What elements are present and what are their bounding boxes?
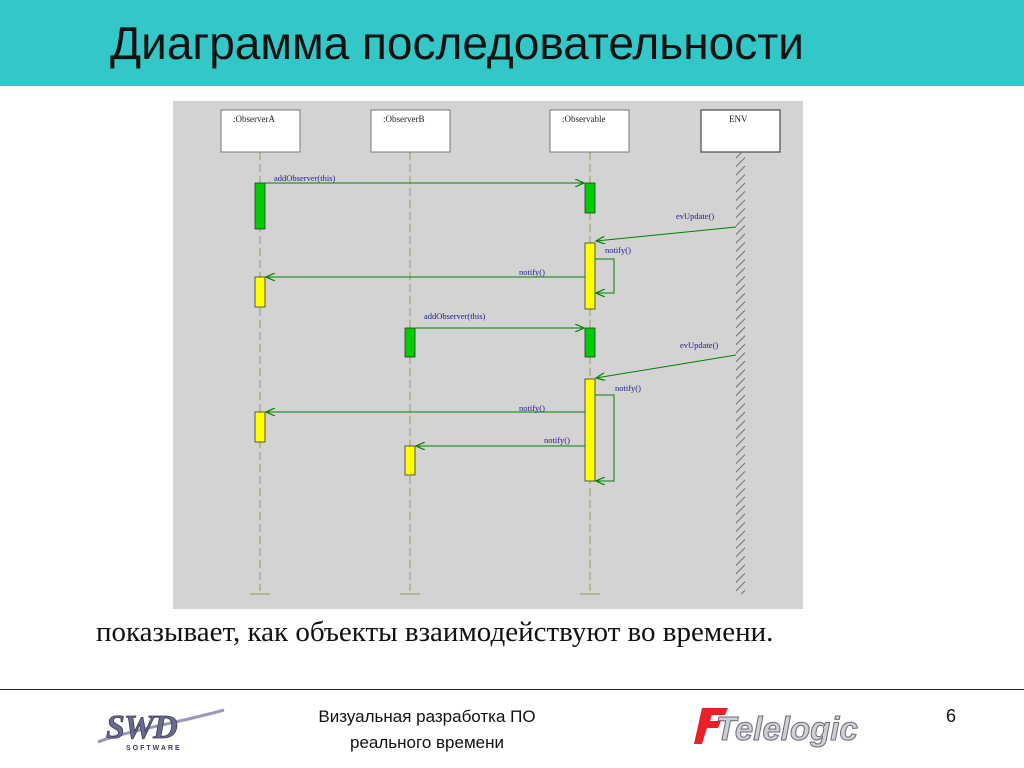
activation-observer-b-2 (404, 445, 416, 476)
message-label-add-observer-a: addObserver(this) (274, 173, 336, 183)
swd-logo-text: SWD (106, 709, 177, 746)
message-label-notify-observer-a-1: notify() (519, 267, 545, 277)
slide-caption: показывает, как объекты взаимодействуют … (96, 616, 774, 648)
page-number: 6 (946, 706, 957, 726)
sequence-diagram: :ObserverA :ObserverB :Observable ENV ad… (173, 101, 803, 609)
message-label-notify-observer-a-2: notify() (519, 403, 545, 413)
lifeline-label-observable: :Observable (562, 114, 605, 124)
message-label-ev-update-1: evUpdate() (676, 211, 714, 221)
sequence-diagram-canvas: :ObserverA :ObserverB :Observable ENV ad… (220, 109, 781, 595)
footer-text: Визуальная разработка ПО реального време… (318, 707, 536, 752)
activation-observer-a-3 (254, 411, 266, 443)
activation-observer-a-1 (254, 182, 266, 230)
lifeline-header-observable (549, 109, 630, 153)
lifeline-header-observer-b (370, 109, 451, 153)
message-label-ev-update-2: evUpdate() (680, 340, 718, 350)
lifeline-header-env (700, 109, 781, 153)
message-arrow-ev-update-2 (596, 354, 737, 378)
activation-observable-3 (584, 327, 596, 358)
slide-title: Диаграмма последовательности (110, 17, 804, 69)
message-label-notify-observer-b: notify() (544, 435, 570, 445)
activation-observable-4 (584, 378, 596, 482)
activation-observable-1 (584, 182, 596, 214)
message-label-notify-self-2: notify() (615, 383, 641, 393)
telelogic-logo-text: Telelogic (716, 710, 858, 747)
lifeline-env (736, 152, 745, 594)
title-bar (0, 0, 1024, 86)
swd-logo-subtext: SOFTWARE (126, 745, 182, 752)
footer-divider (0, 689, 1024, 690)
swd-software-logo: SWD SOFTWARE (97, 708, 225, 752)
telelogic-logo: Telelogic (694, 708, 858, 748)
message-arrow-notify-self-2 (595, 394, 615, 481)
lifeline-label-observer-b: :ObserverB (383, 114, 425, 124)
activation-observer-a-2 (254, 276, 266, 308)
activation-observer-b-1 (404, 327, 416, 358)
lifeline-label-env: ENV (729, 114, 748, 124)
lifeline-label-observer-a: :ObserverA (233, 114, 275, 124)
activation-observable-2 (584, 242, 596, 310)
message-arrow-notify-self-1 (595, 258, 615, 293)
message-label-add-observer-b: addObserver(this) (424, 311, 486, 321)
lifeline-header-observer-a (220, 109, 301, 153)
message-label-notify-self-1: notify() (605, 245, 631, 255)
message-arrow-ev-update-1 (596, 226, 737, 241)
telelogic-logo-mark (694, 708, 728, 744)
